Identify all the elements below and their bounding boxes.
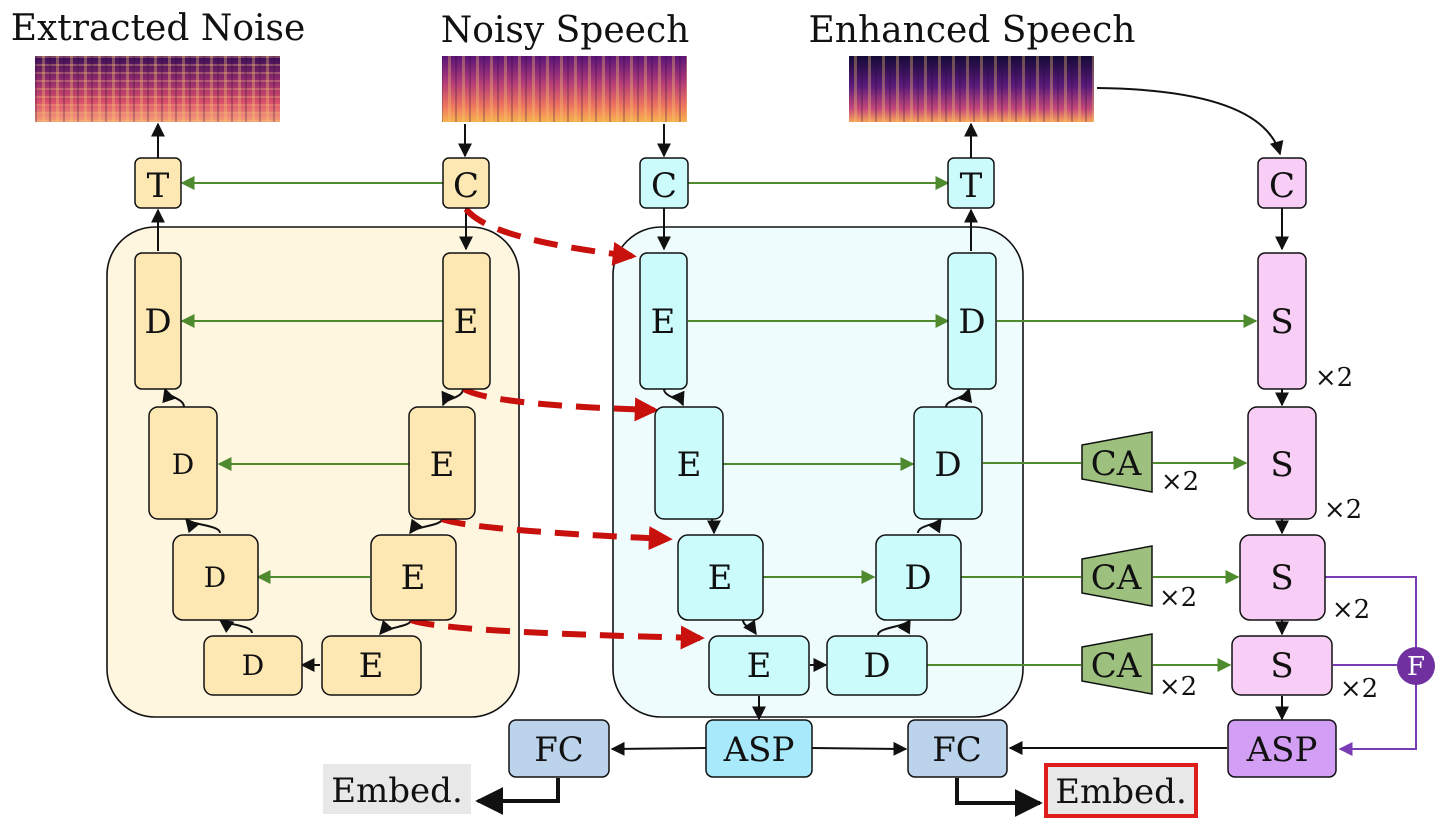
noise-embedding-output: Embed. <box>323 764 471 814</box>
fc-block-speech: FC <box>907 719 1008 778</box>
block-label: D <box>172 448 194 481</box>
speech-transform-block: T <box>947 157 995 209</box>
speech-encoder-2: E <box>654 406 724 520</box>
speech-encoder-3: E <box>677 534 764 621</box>
channel-attention-1: CA <box>1081 431 1153 493</box>
block-label: E <box>651 302 676 342</box>
speaker-block-3: S <box>1239 534 1326 621</box>
skip-connections <box>180 176 1258 672</box>
block-label: E <box>747 646 772 686</box>
block-label: T <box>147 166 170 206</box>
block-label: D <box>934 445 961 485</box>
block-label: D <box>958 302 985 342</box>
ca-repeat-label-2: ×2 <box>1159 583 1197 613</box>
noisy-speech-spectrogram <box>442 56 687 122</box>
block-label: T <box>960 166 983 206</box>
speaker-block-2: S <box>1247 406 1317 520</box>
embed-label: Embed. <box>1055 772 1187 812</box>
speech-encoder-1: E <box>639 252 688 390</box>
block-label: CA <box>1091 646 1142 686</box>
noise-encoder-3: E <box>370 534 457 621</box>
block-label: E <box>359 646 384 686</box>
speech-decoder-2: D <box>913 406 983 520</box>
noise-decoder-1: D <box>134 252 182 390</box>
block-label: D <box>204 561 226 594</box>
fusion-connections <box>1325 576 1417 756</box>
noise-decoder-3: D <box>172 534 259 621</box>
block-label: E <box>454 302 479 342</box>
repeat-label-1: ×2 <box>1315 363 1353 393</box>
asp-block-shared: ASP <box>705 719 813 778</box>
extracted-noise-title: Extracted Noise <box>11 8 306 49</box>
feature-transfer-arrows <box>409 207 705 650</box>
flow-arrows <box>151 87 1289 756</box>
block-label: ASP <box>723 730 795 770</box>
block-label: D <box>904 558 931 598</box>
asp-block-speaker: ASP <box>1227 719 1337 778</box>
noise-encoder-1: E <box>442 252 491 390</box>
block-label: C <box>453 166 479 206</box>
embedding-output-arrows <box>475 778 1043 817</box>
block-label: S <box>1270 302 1293 342</box>
ca-repeat-label-1: ×2 <box>1161 467 1199 497</box>
repeat-label-3: ×2 <box>1332 595 1370 625</box>
speech-decoder-1: D <box>947 252 997 390</box>
noise-encoder-4: E <box>321 635 422 696</box>
enhanced-convert-block: C <box>1257 157 1307 209</box>
fusion-label: F <box>1407 652 1425 682</box>
channel-attention-2: CA <box>1081 545 1153 607</box>
fc-block-noise: FC <box>508 719 610 778</box>
extracted-noise-spectrogram <box>35 56 280 122</box>
block-label: D <box>242 649 264 682</box>
block-label: CA <box>1091 558 1142 598</box>
enhanced-speech-spectrogram <box>849 56 1094 122</box>
speech-embedding-output: Embed. <box>1044 763 1198 818</box>
block-label: CA <box>1091 444 1142 484</box>
block-label: E <box>677 445 702 485</box>
block-label: S <box>1270 445 1293 485</box>
enhanced-speech-title: Enhanced Speech <box>809 10 1136 51</box>
fusion-node: F <box>1397 647 1435 685</box>
block-label: E <box>708 558 733 598</box>
speaker-block-4: S <box>1231 635 1333 696</box>
repeat-label-2: ×2 <box>1324 495 1362 525</box>
block-label: E <box>430 445 455 485</box>
channel-attention-3: CA <box>1081 633 1153 695</box>
repeat-label-4: ×2 <box>1340 674 1378 704</box>
noise-transform-block: T <box>134 157 182 209</box>
block-label: C <box>1269 166 1295 206</box>
block-label: S <box>1270 558 1293 598</box>
block-label: S <box>1270 646 1293 686</box>
speech-decoder-4: D <box>826 635 928 696</box>
block-label: D <box>863 646 890 686</box>
noisy-speech-title: Noisy Speech <box>441 10 690 51</box>
noise-encoder-2: E <box>408 406 476 520</box>
block-label: ASP <box>1246 730 1318 770</box>
speaker-block-1: S <box>1257 252 1307 390</box>
speech-decoder-3: D <box>875 534 962 621</box>
noisy-convert-block-speech: C <box>639 157 689 209</box>
embed-label: Embed. <box>331 771 463 811</box>
noisy-convert-block-noise: C <box>442 157 490 209</box>
noise-decoder-2: D <box>148 406 218 520</box>
ca-repeat-label-3: ×2 <box>1159 672 1197 702</box>
block-label: C <box>651 166 677 206</box>
block-label: FC <box>932 730 982 770</box>
speech-encoder-4: E <box>708 635 810 696</box>
block-label: E <box>401 558 426 598</box>
block-label: D <box>144 302 171 342</box>
noise-decoder-4: D <box>203 635 303 696</box>
block-label: FC <box>534 730 584 770</box>
